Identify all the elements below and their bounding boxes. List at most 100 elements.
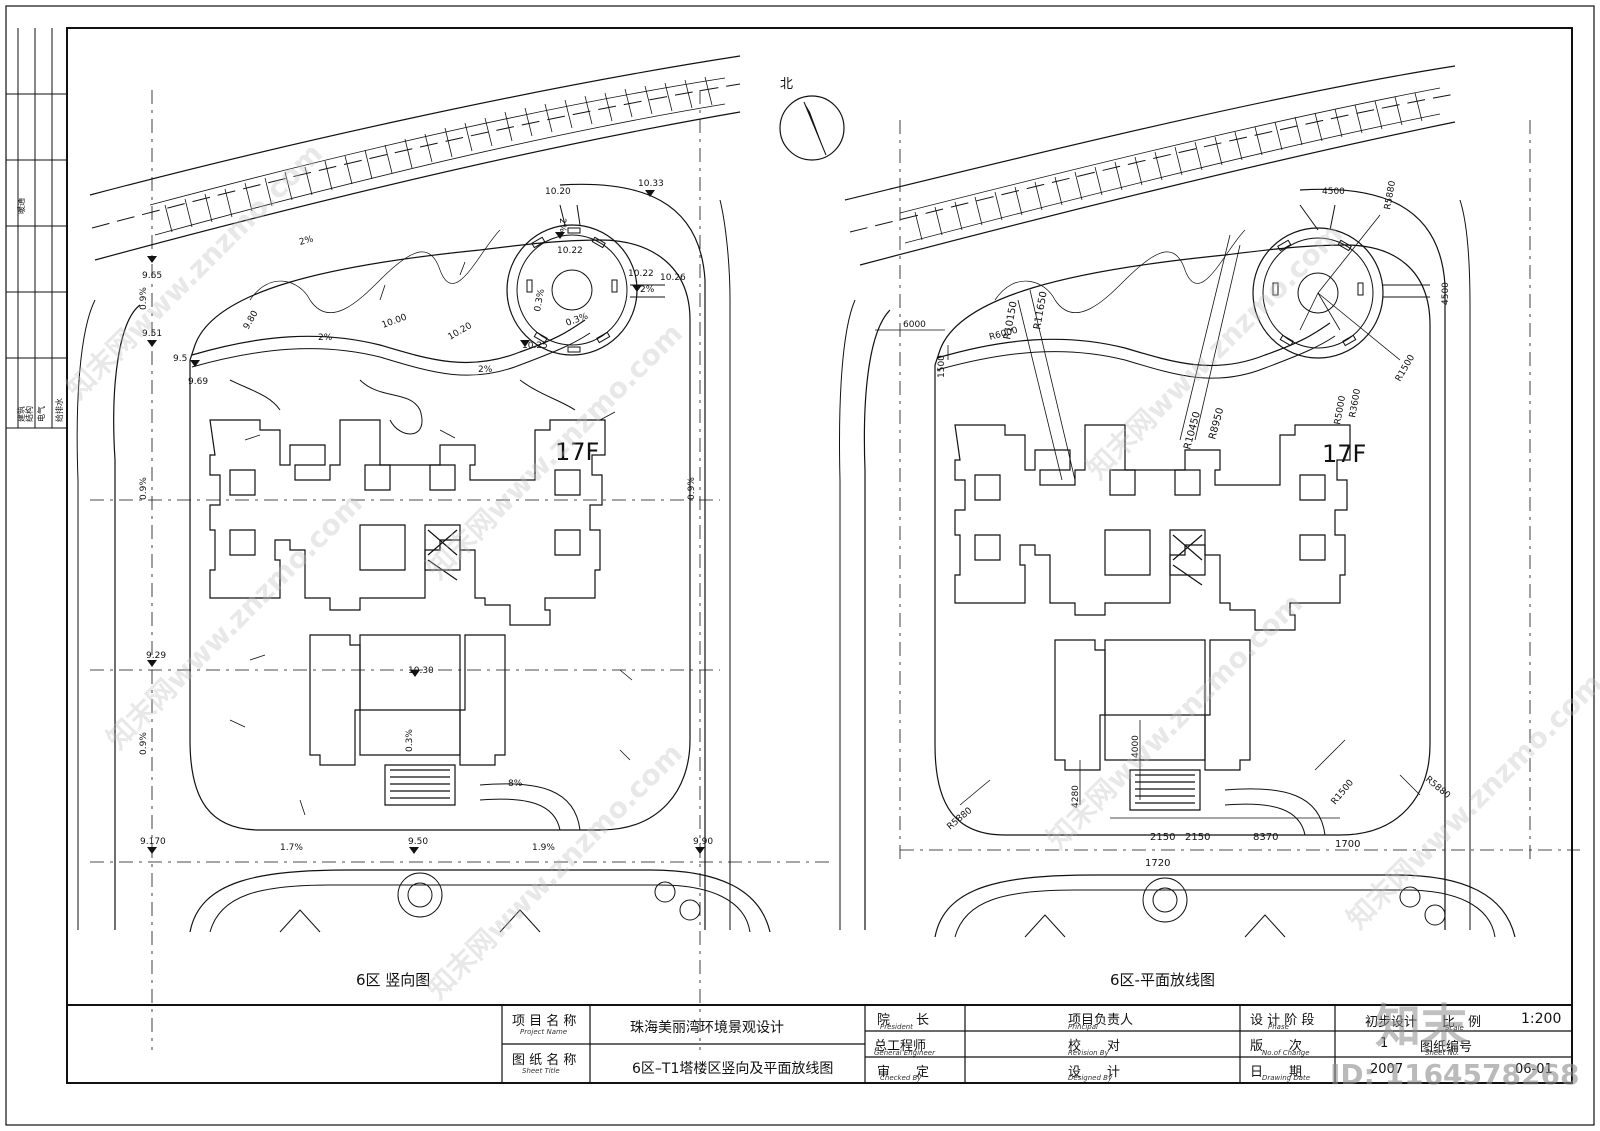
- slope-label: 0.3%: [533, 288, 547, 313]
- elev-label: 9.65: [142, 271, 162, 281]
- elev-label: 10.26: [660, 273, 686, 283]
- stage-value: 初步设计: [1365, 1015, 1418, 1030]
- elev-label: 10.20: [545, 187, 571, 197]
- sheet-no-value: 06-01: [1515, 1062, 1553, 1077]
- designed-label: 设 计: [1068, 1065, 1121, 1080]
- dimension-label: 1500: [937, 355, 947, 378]
- radius-label: R5880: [1383, 180, 1398, 211]
- slope-label: 2%: [298, 234, 315, 247]
- dimension-label: 4000: [1131, 735, 1141, 758]
- elev-label: 10.25: [522, 341, 548, 351]
- stage-label-en: Phase: [1268, 1023, 1289, 1031]
- slope-label: 0.9%: [139, 287, 149, 310]
- margin-label-hvac: 暖通: [16, 198, 26, 214]
- north-label: 北: [780, 77, 793, 92]
- elev-label: 10.22: [557, 246, 583, 256]
- margin-label-water: 给排水: [54, 398, 64, 422]
- radius-label: R5000: [1333, 395, 1348, 426]
- dimension-label: 4280: [1071, 785, 1081, 808]
- radius-label: R5880: [1423, 775, 1452, 802]
- tower-floor-label: 17F: [1322, 440, 1366, 468]
- elev-label: 9.5: [173, 354, 187, 364]
- scale-value: 1:200: [1521, 1011, 1562, 1027]
- margin-label-elec: 电气: [36, 406, 46, 422]
- right-plan-title: 6区-平面放线图: [1110, 971, 1215, 989]
- chief-engineer-label-en: General Engineer: [874, 1049, 935, 1057]
- slope-label: 1.7%: [280, 843, 303, 853]
- version-label: 版 次: [1250, 1039, 1303, 1054]
- dimension-label: 2150: [1185, 832, 1210, 843]
- date-label-en: Drawing Date: [1262, 1074, 1311, 1082]
- date-label: 日 期: [1250, 1065, 1303, 1080]
- elev-label: 10.22: [628, 269, 654, 279]
- sheet-no-label-en: Sheet No.: [1425, 1049, 1460, 1057]
- radius-label: R11650: [1032, 290, 1050, 330]
- slope-label: 0.9%: [687, 477, 697, 500]
- drawing-name-value: 6区–T1塔楼区竖向及平面放线图: [632, 1061, 834, 1077]
- elev-label: 9.80: [242, 309, 261, 332]
- elev-label: 9.29: [146, 651, 166, 661]
- left-plan-labels: 10.20 10.33 10.22 10.22 10.26 9.65 9.51 …: [139, 179, 713, 989]
- sheet-no-label: 图纸编号: [1420, 1040, 1473, 1055]
- north-arrow: 北: [779, 77, 845, 161]
- date-value: 2007: [1370, 1062, 1404, 1077]
- tower-floor-label: 17F: [555, 438, 599, 466]
- margin-label-arch: 建筑: [16, 406, 26, 422]
- elev-label: 10.33: [638, 179, 664, 189]
- chief-engineer-label: 总工程师: [874, 1039, 927, 1054]
- elev-label: 9.51: [142, 329, 162, 339]
- dimension-label: 1700: [1335, 839, 1360, 850]
- slope-label: 0.9%: [139, 732, 149, 755]
- project-name-label: 项 目 名 称: [512, 1014, 577, 1029]
- slope-label: 2%: [478, 365, 493, 375]
- president-label-en: President: [880, 1023, 913, 1031]
- title-block-grid: [67, 1004, 1572, 1083]
- slope-label: 1.9%: [532, 843, 555, 853]
- left-plan-title: 6区 竖向图: [356, 971, 430, 989]
- right-plan: [839, 65, 1580, 938]
- president-label: 院 长: [877, 1013, 930, 1028]
- radius-label: R3600: [1348, 388, 1363, 419]
- scale-label-en: Scale: [1445, 1024, 1464, 1032]
- approved-label: 审 定: [877, 1065, 930, 1080]
- project-leader-label-en: Principal: [1068, 1023, 1098, 1031]
- right-plan-labels: R10150 R11650 R6000 R5880 R1500 R3600 R5…: [903, 180, 1452, 989]
- version-value: 1: [1380, 1036, 1389, 1051]
- left-plan: [76, 55, 830, 1050]
- elev-label: 10.00: [381, 313, 409, 331]
- elev-label: 9.170: [140, 837, 166, 847]
- radius-label: R1500: [1330, 778, 1357, 807]
- designed-label-en: Designed By: [1068, 1074, 1113, 1082]
- dimension-label: 4500: [1322, 187, 1345, 197]
- approved-label-en: Checked By: [880, 1074, 922, 1082]
- stage-label: 设 计 阶 段: [1250, 1013, 1315, 1028]
- dimension-label: 2150: [1150, 832, 1175, 843]
- project-name-value: 珠海美丽湾环境景观设计: [630, 1020, 784, 1036]
- elev-label: 10.20: [447, 321, 475, 343]
- slope-label: 2%: [318, 333, 333, 343]
- project-name-label-en: Project Name: [520, 1028, 568, 1036]
- drawing-name-label-en: Sheet Title: [522, 1067, 560, 1075]
- elev-label: 9.50: [408, 837, 428, 847]
- elev-label: 9.90: [693, 837, 713, 847]
- drawing-name-label: 图 纸 名 称: [512, 1053, 577, 1068]
- dimension-label: 1720: [1145, 858, 1170, 869]
- slope-label: 0.3%: [405, 729, 415, 752]
- slope-label: 0.9%: [139, 477, 149, 500]
- slope-label: 8%: [508, 779, 523, 789]
- dimension-label: 4500: [1441, 282, 1451, 305]
- radius-label: R6000: [988, 326, 1019, 343]
- project-leader-label: 项目负责人: [1068, 1013, 1134, 1028]
- version-label-en: No.of Change: [1262, 1049, 1310, 1057]
- radius-label: R8950: [1207, 407, 1226, 441]
- slope-label: 2%: [557, 218, 567, 233]
- checked-label: 校 对: [1068, 1039, 1121, 1054]
- margin-label-struct: 结构: [24, 406, 34, 422]
- dimension-label: 8370: [1253, 832, 1278, 843]
- checked-label-en: Revision By: [1068, 1049, 1109, 1057]
- slope-label: 0.3%: [565, 311, 590, 328]
- slope-label: 2%: [640, 285, 655, 295]
- dimension-label: 6000: [903, 320, 926, 330]
- scale-label: 比 例: [1442, 1015, 1482, 1030]
